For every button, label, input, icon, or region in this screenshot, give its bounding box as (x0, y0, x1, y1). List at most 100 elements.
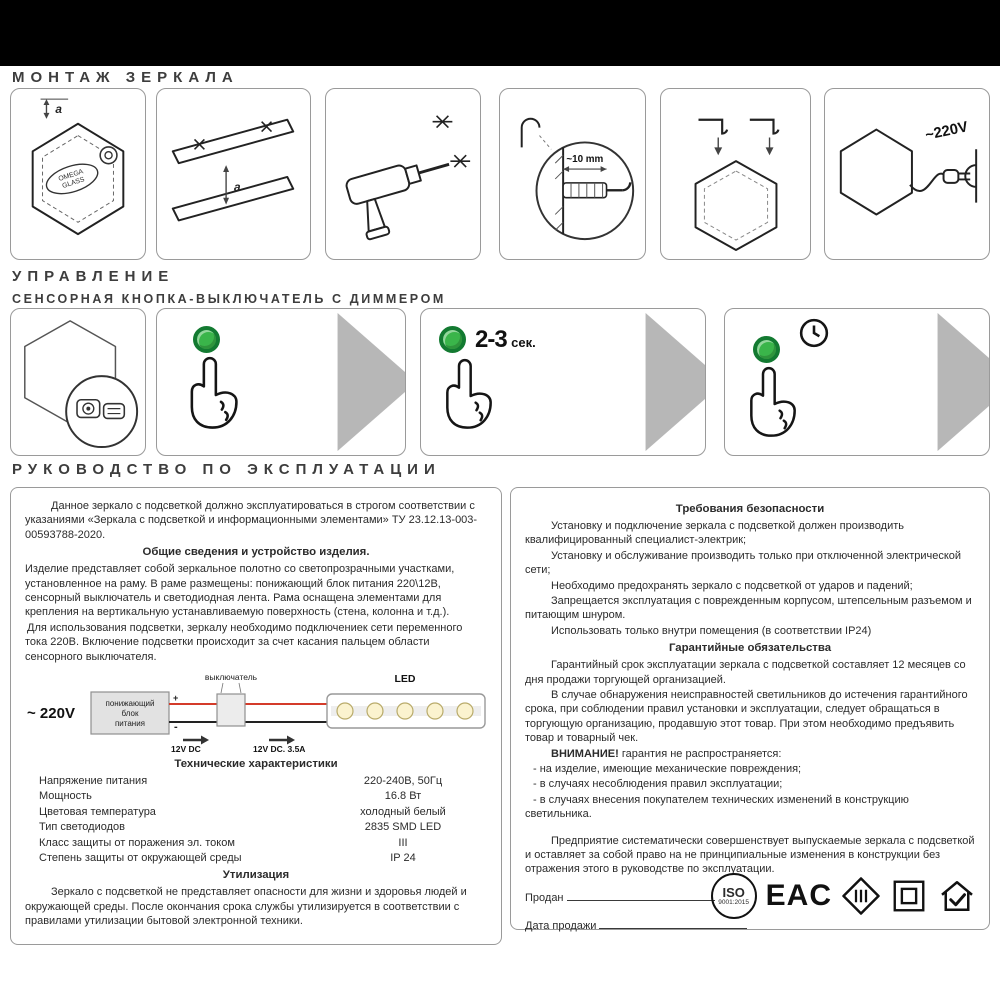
safety-warranty-panel: Требования безопасности Установку и подк… (510, 487, 990, 933)
plug-in-drawing: ~220V (839, 119, 978, 216)
spec-label: Мощность (39, 790, 92, 803)
wiring-diagram: ~ 220V понижающий блок питания + - выклю… (27, 672, 486, 754)
section-title-manual: РУКОВОДСТВО ПО ЭКСПЛУАТАЦИИ (12, 461, 441, 478)
safety-title: Требования безопасности (675, 503, 825, 515)
sale-date-blank-line[interactable] (599, 917, 748, 930)
sensor-location-drawing (24, 320, 139, 449)
anchor-screw-drawing: ~10 mm (520, 117, 635, 241)
clock-icon (799, 318, 829, 348)
sold-blank-line[interactable] (566, 889, 715, 901)
attention-bold: ВНИМАНИЕ! (551, 747, 619, 760)
warranty-title: Гарантийные обязательства (668, 642, 832, 655)
top-black-bar (0, 0, 1000, 66)
hold-button-group: 2-3 сек. (429, 314, 547, 450)
plus-label: + (173, 693, 178, 703)
intro-paragraph: Данное зеркало с подсветкой должно экспл… (25, 500, 478, 541)
general-paragraph-2: Для использования подсветки, зеркалу нео… (25, 621, 463, 663)
warranty-paragraph-2: В случае обнаружения неисправностей свет… (525, 688, 968, 745)
montage-step-2: a (156, 88, 311, 260)
general-paragraph-1: Изделие представляет собой зеркальное по… (25, 563, 455, 619)
safety-item: Необходимо предохранять зеркало с подсве… (551, 579, 913, 592)
dc1-label: 12V DC (171, 744, 201, 754)
montage-step-6: ~220V (824, 88, 990, 260)
control-step-dimming: 2-3 сек. (420, 308, 706, 456)
spec-value: 220-240В, 50Гц (363, 774, 443, 787)
minus-label: - (174, 721, 178, 733)
spec-value: IP 24 (390, 851, 416, 864)
section-title-control: УПРАВЛЕНИЕ (12, 268, 175, 285)
warranty-exclusion: - в случаях несоблюдения правил эксплуат… (533, 778, 783, 791)
warranty-paragraph-1: Гарантийный срок эксплуатации зеркала с … (525, 659, 966, 686)
spec-label: Степень защиты от окружающей среды (39, 851, 242, 864)
safety-item: Использовать только внутри помещения (в … (551, 624, 872, 637)
touch-button[interactable] (439, 326, 466, 353)
double-insulation-icon (893, 880, 925, 912)
montage-step-5 (660, 88, 811, 260)
chevron-right-icon (937, 313, 989, 451)
chevron-right-icon (337, 313, 405, 451)
voltage-label: ~220V (924, 119, 970, 144)
mounting-rail-drawing: a (171, 118, 295, 222)
hold-time-unit: сек. (511, 335, 536, 350)
safety-item: Запрещается эксплуатация с поврежденным … (525, 594, 972, 622)
switch-label: выключатель (205, 672, 258, 682)
control-step-on (156, 308, 406, 456)
attention-paragraph: ВНИМАНИЕ! гарантия не распространяется: (525, 747, 975, 761)
spec-value: холодный белый (360, 805, 446, 818)
spec-value: III (398, 836, 408, 849)
iso-subtext: 9001:2015 (718, 898, 750, 906)
warranty-exclusion: - на изделие, имеющие механические повре… (533, 762, 802, 775)
touch-button-group (165, 314, 257, 450)
section-title-montage: МОНТАЖ ЗЕРКАЛА (12, 69, 239, 86)
specs-table: Напряжение питания 220-240В, 50Гц Мощнос… (39, 774, 487, 865)
hand-icon (750, 366, 796, 437)
dimension-a-label: a (234, 180, 241, 194)
spec-label: Тип светодиодов (39, 821, 125, 834)
control-step-sensor-location (10, 308, 146, 456)
psu-line2: блок (122, 709, 139, 718)
sale-date-label: Дата продажи (525, 920, 597, 933)
spec-value: 2835 SMD LED (364, 821, 442, 834)
chevron-right-icon (645, 313, 705, 451)
dc2-label: 12V DC. 3.5A (253, 744, 305, 754)
hold-time-number: 2-3 (475, 326, 508, 353)
montage-step-4: ~10 mm (499, 88, 646, 260)
touch-button[interactable] (753, 336, 780, 363)
sold-label: Продан (525, 891, 564, 904)
spec-value: 16.8 Вт (384, 790, 422, 803)
hang-mirror-drawing (694, 118, 780, 251)
certification-icons: ISO 9001:2015 EAC (710, 873, 977, 919)
control-step-off (724, 308, 990, 456)
spec-label: Класс защиты от поражения эл. током (39, 836, 235, 849)
general-info-title: Общие сведения и устройство изделия. (142, 546, 370, 559)
drill-drawing (345, 115, 471, 241)
depth-label: ~10 mm (566, 154, 603, 165)
dimension-a-label: a (55, 102, 62, 116)
psu-line3: питания (115, 719, 145, 728)
psu-line1: понижающий (106, 699, 155, 708)
hand-icon (190, 356, 238, 429)
general-info-panel: Данное зеркало с подсветкой должно экспл… (10, 487, 502, 945)
led-label: LED (395, 673, 416, 685)
sale-date-row: Дата продажи (525, 917, 975, 933)
safety-item: Установку и подключение зеркала с подсве… (525, 519, 904, 547)
touch-button-group (733, 314, 849, 450)
spec-label: Напряжение питания (39, 774, 148, 787)
hold-time-label: 2-3 сек. (475, 326, 536, 354)
closing-paragraph: Предприятие систематически совершенствуе… (525, 834, 975, 876)
specs-title: Технические характеристики (174, 758, 338, 770)
control-subtitle: СЕНСОРНАЯ КНОПКА-ВЫКЛЮЧАТЕЛЬ С ДИММЕРОМ (12, 292, 446, 306)
sold-row: Продан (525, 889, 975, 905)
safety-item: Установку и обслуживание производить тол… (525, 549, 962, 577)
mirror-back-drawing: OMEGA GLASS a (31, 98, 125, 236)
hand-icon (446, 358, 492, 429)
attention-rest: гарантия не распространяется: (618, 747, 782, 760)
iso-text: ISO (722, 884, 745, 900)
spec-label: Цветовая температура (39, 805, 156, 818)
eac-mark-icon: EAC (765, 879, 832, 913)
iso-badge-icon: ISO 9001:2015 (710, 873, 757, 919)
mains-label: ~ 220V (27, 705, 75, 722)
touch-button[interactable] (193, 326, 220, 353)
recycle-paragraph: Зеркало с подсветкой не представляет опа… (25, 886, 467, 928)
